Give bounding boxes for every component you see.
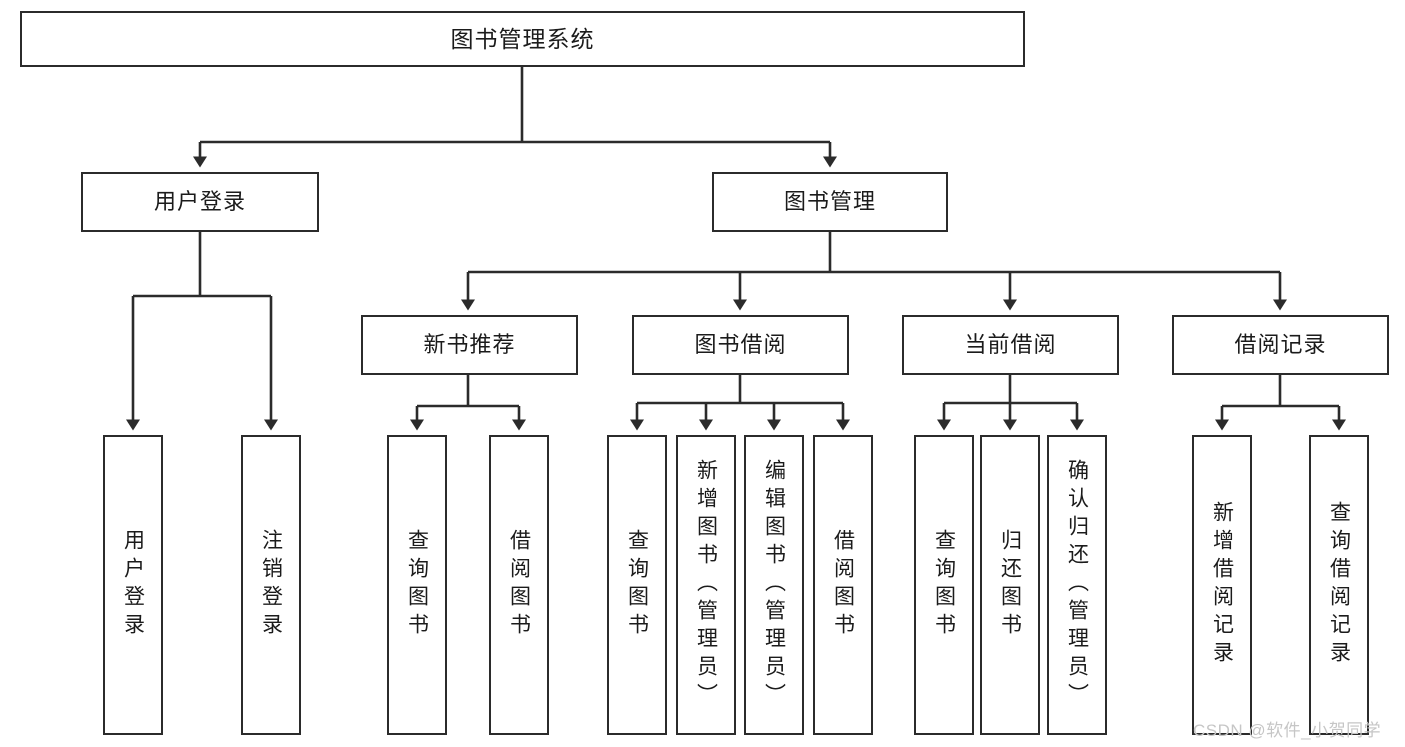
csdn-watermark: CSDN @软件_小贺同学	[1193, 721, 1382, 740]
node-borrow-record[interactable]: 借阅记录	[1172, 315, 1389, 375]
node-leaf-query-book-1-label: 查询图书	[405, 529, 429, 641]
node-leaf-query-book-1[interactable]: 查询图书	[387, 435, 447, 735]
node-leaf-add-record[interactable]: 新增借阅记录	[1192, 435, 1252, 735]
node-book-borrow[interactable]: 图书借阅	[632, 315, 849, 375]
node-leaf-borrow-book-1-label: 借阅图书	[507, 529, 531, 641]
node-leaf-add-book[interactable]: 新增图书（管理员）	[676, 435, 736, 735]
node-root-label: 图书管理系统	[450, 25, 595, 52]
node-current-borrow-label: 当前借阅	[964, 332, 1057, 358]
node-leaf-add-book-label: 新增图书（管理员）	[694, 459, 718, 711]
node-book-manage-label: 图书管理	[783, 189, 876, 215]
node-leaf-query-book-3-label: 查询图书	[932, 529, 956, 641]
node-leaf-user-logout-label: 注销登录	[259, 529, 283, 641]
node-book-manage[interactable]: 图书管理	[712, 172, 948, 232]
node-leaf-query-book-2-label: 查询图书	[625, 529, 649, 641]
node-leaf-confirm-return-label: 确认归还（管理员）	[1065, 459, 1089, 711]
node-leaf-user-login[interactable]: 用户登录	[103, 435, 163, 735]
node-leaf-query-record[interactable]: 查询借阅记录	[1309, 435, 1369, 735]
node-user-login[interactable]: 用户登录	[81, 172, 319, 232]
node-leaf-user-login-label: 用户登录	[121, 529, 145, 641]
node-leaf-return-book-label: 归还图书	[998, 529, 1022, 641]
node-book-borrow-label: 图书借阅	[694, 332, 787, 358]
node-leaf-user-logout[interactable]: 注销登录	[241, 435, 301, 735]
node-borrow-record-label: 借阅记录	[1234, 332, 1327, 358]
node-leaf-confirm-return[interactable]: 确认归还（管理员）	[1047, 435, 1107, 735]
node-leaf-query-book-2[interactable]: 查询图书	[607, 435, 667, 735]
node-leaf-add-record-label: 新增借阅记录	[1210, 501, 1234, 669]
node-current-borrow[interactable]: 当前借阅	[902, 315, 1119, 375]
node-leaf-borrow-book-2[interactable]: 借阅图书	[813, 435, 873, 735]
node-user-login-label: 用户登录	[153, 189, 246, 215]
node-leaf-borrow-book-1[interactable]: 借阅图书	[489, 435, 549, 735]
node-leaf-edit-book-label: 编辑图书（管理员）	[762, 459, 786, 711]
node-leaf-return-book[interactable]: 归还图书	[980, 435, 1040, 735]
node-leaf-edit-book[interactable]: 编辑图书（管理员）	[744, 435, 804, 735]
node-new-book-recommend-label: 新书推荐	[423, 332, 516, 358]
node-leaf-borrow-book-2-label: 借阅图书	[831, 529, 855, 641]
node-leaf-query-record-label: 查询借阅记录	[1327, 501, 1351, 669]
node-root[interactable]: 图书管理系统	[20, 11, 1025, 67]
node-leaf-query-book-3[interactable]: 查询图书	[914, 435, 974, 735]
node-new-book-recommend[interactable]: 新书推荐	[361, 315, 578, 375]
